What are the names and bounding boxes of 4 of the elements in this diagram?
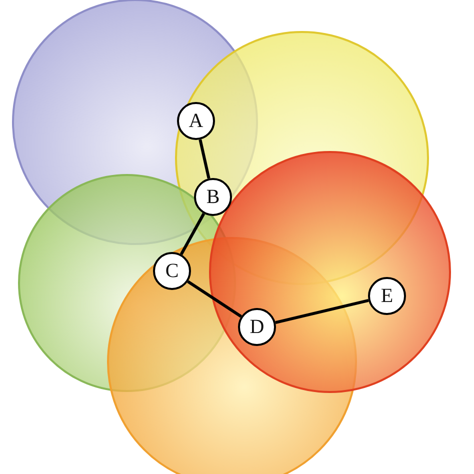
connector-line (198, 139, 210, 179)
connector-line (275, 298, 369, 324)
connector-line (180, 212, 206, 256)
connector-line (187, 280, 242, 318)
